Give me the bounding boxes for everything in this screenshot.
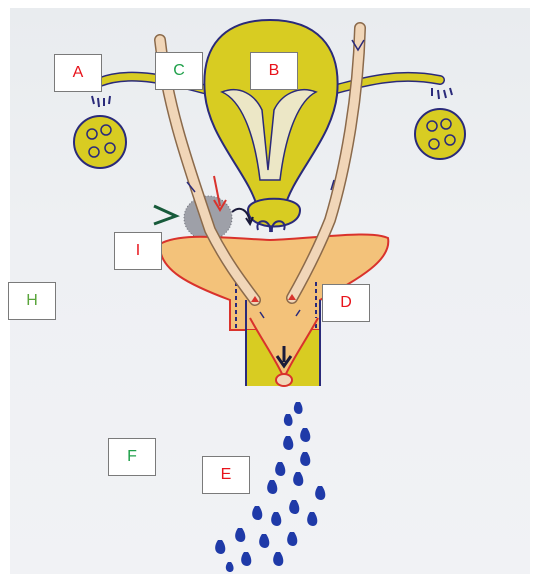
label-h: H (8, 282, 56, 320)
label-a: A (54, 54, 102, 92)
label-c-text: C (173, 62, 185, 80)
label-e: E (202, 456, 250, 494)
label-i: I (114, 232, 162, 270)
label-c: C (155, 52, 203, 90)
label-d: D (322, 284, 370, 322)
label-a-text: A (73, 64, 84, 82)
label-e-text: E (221, 466, 232, 484)
label-f-text: F (127, 448, 137, 466)
label-h-text: H (26, 292, 38, 310)
label-d-text: D (340, 294, 352, 312)
label-f: F (108, 438, 156, 476)
label-b: B (250, 52, 298, 90)
label-b-text: B (269, 62, 280, 80)
label-i-text: I (136, 242, 140, 260)
